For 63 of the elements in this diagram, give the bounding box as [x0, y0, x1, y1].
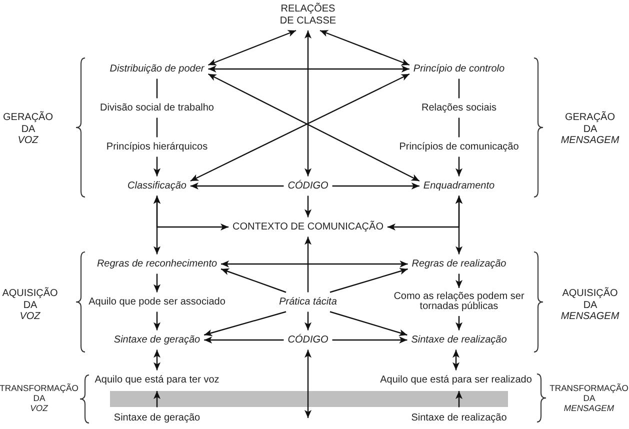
concept-label: Sintaxe de realização: [411, 334, 507, 346]
concept-label: CONTEXTO DE COMUNICAÇÃO: [232, 221, 384, 233]
concept-label: RELAÇÕES DE CLASSE: [277, 4, 339, 26]
arrow: [204, 311, 286, 336]
concept-label: Enquadramento: [423, 180, 495, 192]
arrow: [304, 350, 312, 418]
arrow: [332, 336, 408, 344]
arrow: [330, 268, 408, 293]
arrow: [332, 182, 420, 190]
arrow: [456, 391, 462, 408]
arrow: [154, 312, 160, 330]
arrow: [304, 312, 312, 330]
connector-line: [458, 118, 460, 138]
arrow: [456, 316, 462, 330]
section-label: AQUISIÇÃO DA VOZ: [2, 288, 58, 322]
concept-label: Aquilo que está para ter voz: [94, 374, 220, 386]
section-label: GERAÇÃO DA MENSAGEM: [560, 112, 620, 146]
arrow: [320, 30, 410, 66]
section-label: TRANSFORMAÇÃO DA MENSAGEM: [550, 384, 628, 414]
arrow: [154, 156, 160, 176]
concept-label: CÓDIGO: [288, 334, 328, 346]
connector-line: [458, 78, 460, 98]
concept-label: Regras de reconhecimento: [96, 258, 218, 270]
arrow: [330, 311, 408, 336]
arrow: [204, 336, 284, 344]
concept-label: Sintaxe de realização: [411, 412, 507, 424]
arrow: [304, 196, 312, 218]
section-label: GERAÇÃO DA VOZ: [3, 112, 53, 146]
concept-label: Sintaxe de geração: [114, 334, 200, 346]
concept-label: Regras de realização: [412, 258, 506, 270]
concept-label: Princípios de comunicação: [399, 141, 519, 153]
section-label: AQUISIÇÃO DA MENSAGEM: [560, 288, 620, 322]
concept-label: Aquilo que está para ser realizado: [380, 374, 532, 386]
arrow: [154, 196, 229, 230]
concept-label: Aquilo que pode ser associado: [88, 296, 226, 308]
connector-line: [156, 118, 158, 138]
concept-label: Como as relações podem ser tornadas públicas: [391, 292, 527, 312]
arrow: [220, 268, 286, 293]
concept-label: Sintaxe de geração: [114, 412, 200, 424]
concept-label: Divisão social de trabalho: [100, 102, 214, 114]
concept-label: Prática tácita: [279, 296, 337, 308]
arrow: [208, 66, 410, 72]
arrow: [304, 236, 312, 292]
arrow: [221, 260, 408, 268]
arrow: [456, 156, 462, 176]
shaded-band: [110, 391, 508, 407]
arrow: [387, 196, 462, 230]
connector-line: [156, 78, 158, 98]
arrow: [154, 391, 160, 408]
arrow: [154, 274, 160, 292]
concept-label: CÓDIGO: [288, 180, 328, 192]
arrow: [452, 350, 460, 370]
arrow: [456, 274, 462, 288]
concept-label: Princípio de controlo: [413, 63, 505, 75]
arrow: [208, 30, 296, 66]
arrow: [154, 350, 160, 370]
concept-label: Classificação: [128, 180, 186, 192]
section-label: TRANSFORMAÇÃO DA VOZ: [0, 384, 78, 414]
concept-label: Distribuição de poder: [110, 63, 204, 75]
concept-label: Relações sociais: [421, 102, 497, 114]
arrow: [304, 30, 312, 176]
concept-label: Princípios hierárquicos: [106, 141, 208, 153]
arrow: [190, 182, 284, 190]
